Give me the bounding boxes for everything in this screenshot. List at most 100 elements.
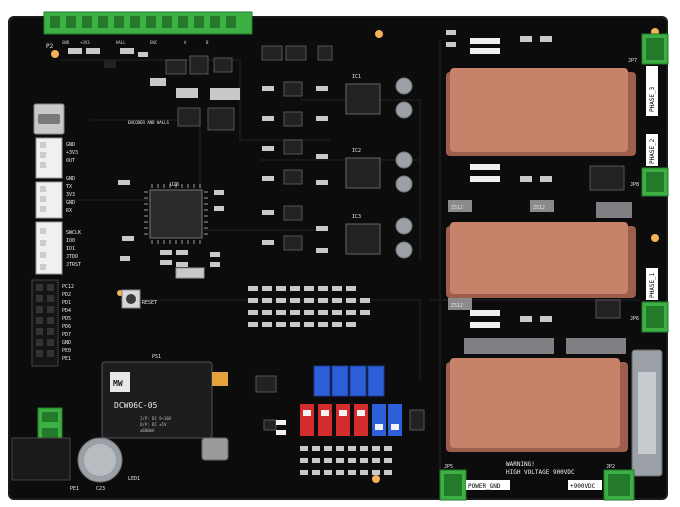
svg-text:B: B xyxy=(206,40,209,45)
dcdc-input: I/P: DC 9~36V xyxy=(140,416,172,421)
power-resistor-phase3 xyxy=(446,68,636,156)
svg-text:PHASE_3: PHASE_3 xyxy=(649,86,656,112)
svg-text:JP6: JP6 xyxy=(630,316,639,322)
crystal xyxy=(175,267,205,279)
svg-text:PE1: PE1 xyxy=(62,356,71,362)
resistor-array-center xyxy=(248,286,370,327)
dcdc-brand: MW xyxy=(113,379,123,388)
svg-text:JTDO: JTDO xyxy=(66,254,78,260)
white-connector-3 xyxy=(35,221,63,275)
power-transistors xyxy=(464,202,632,354)
pin-header-left xyxy=(31,279,59,367)
svg-text:+900VDC: +900VDC xyxy=(570,483,596,490)
white-connector-2 xyxy=(35,181,63,219)
power-gnd-label: POWER_GND xyxy=(466,480,510,490)
svg-text:PD2: PD2 xyxy=(62,292,71,298)
shunt-2: ZS12 xyxy=(530,200,554,212)
pin-headers-right xyxy=(470,38,500,328)
power-resistor-phase1 xyxy=(446,358,628,452)
svg-text:JP2: JP2 xyxy=(606,464,615,470)
svg-text:WARNING!: WARNING! xyxy=(506,461,535,468)
resistor-array-bottom xyxy=(300,446,392,475)
high-voltage-warning: WARNING! HIGH VOLTAGE 900VDC xyxy=(506,461,575,476)
terminal-jp2: JP2 xyxy=(603,464,635,501)
svg-text:PD6: PD6 xyxy=(62,324,71,330)
terminal-block-top xyxy=(43,11,253,35)
svg-text:C23: C23 xyxy=(96,486,105,492)
terminal-jp7: JP7 xyxy=(628,33,669,65)
header-pin-labels: PC12 PD2 PD1 PD4 PD5 PD6 PD7 GND PE0 PE1 xyxy=(62,284,74,362)
dcdc-current: ±600mA xyxy=(140,428,155,433)
right-ic-area xyxy=(589,165,625,319)
svg-text:GND: GND xyxy=(62,340,71,346)
dc-jack xyxy=(11,437,71,481)
electrolytic-cap-c23: C23 xyxy=(77,437,123,492)
trimmer-potentiometers xyxy=(313,365,385,397)
svg-text:POWER_GND: POWER_GND xyxy=(468,483,501,490)
svg-text:PHASE_1: PHASE_1 xyxy=(649,272,656,298)
svg-text:JTRST: JTRST xyxy=(66,262,81,268)
terminal-jp8: JP8 xyxy=(630,167,669,197)
dip-switches xyxy=(300,404,402,436)
microcontroller-u26: U26 xyxy=(144,182,208,244)
dcdc-output: O/P: DC ±5V xyxy=(140,422,167,427)
terminal-jp5: JP5 xyxy=(439,464,467,501)
label-p2: P2 xyxy=(46,43,54,50)
svg-text:IC3: IC3 xyxy=(352,214,361,220)
svg-text:TX: TX xyxy=(66,184,72,190)
pcb-outline xyxy=(8,16,668,500)
svg-text:PHASE_2: PHASE_2 xyxy=(649,138,656,164)
white-connector-1 xyxy=(35,137,63,179)
phase2-label: PHASE_2 xyxy=(646,134,658,166)
svg-text:HALL: HALL xyxy=(116,40,126,45)
svg-text:+3V3: +3V3 xyxy=(80,40,90,45)
label-u26: U26 xyxy=(170,182,179,188)
terminal-jp6: JP6 xyxy=(630,301,669,333)
usb-connector xyxy=(33,103,65,135)
driver-ic-1: IC1 xyxy=(345,74,381,115)
terminal-block-left xyxy=(37,407,63,443)
svg-text:GND: GND xyxy=(62,40,70,45)
label-encoder: ENCODER AND HALLS xyxy=(128,120,170,125)
dcdc-module-ps1: MW DCW06C-05 I/P: DC 9~36V O/P: DC ±5V ±… xyxy=(101,354,213,439)
left-pin-labels: GND +3V3 OUT GND TX 3V3 GND RX SWCLK IO0… xyxy=(66,142,81,268)
small-caps-column xyxy=(395,77,413,259)
phase3-label: PHASE_3 xyxy=(646,66,658,116)
dcdc-model: DCW06C-05 xyxy=(114,401,158,410)
phase1-label: PHASE_1 xyxy=(646,268,658,300)
gate-driver-column xyxy=(261,45,333,253)
svg-text:A: A xyxy=(184,40,187,45)
svg-text:JP8: JP8 xyxy=(630,182,639,188)
svg-text:RX: RX xyxy=(66,208,72,214)
svg-text:PD7: PD7 xyxy=(62,332,71,338)
driver-ic-3: IC3 xyxy=(345,214,381,255)
driver-ic-2: IC2 xyxy=(345,148,381,189)
svg-text:OUT: OUT xyxy=(66,158,75,164)
hv-plus-label: +900VDC xyxy=(568,480,602,490)
svg-text:GND: GND xyxy=(66,200,75,206)
inductor xyxy=(201,437,229,461)
svg-text:ZS12: ZS12 xyxy=(533,205,545,211)
svg-text:3V3: 3V3 xyxy=(66,192,75,198)
label-led1: LED1 xyxy=(128,476,140,482)
svg-text:IC2: IC2 xyxy=(352,148,361,154)
power-resistor-phase2 xyxy=(446,222,636,298)
svg-text:HIGH VOLTAGE 900VDC: HIGH VOLTAGE 900VDC xyxy=(506,469,575,476)
svg-text:ENC: ENC xyxy=(150,40,158,45)
label-ps1: PS1 xyxy=(152,354,161,360)
svg-text:ZS12: ZS12 xyxy=(451,303,463,309)
indicator-leds xyxy=(276,420,286,435)
svg-text:GND: GND xyxy=(66,142,75,148)
shunt-1: ZS12 xyxy=(448,200,472,212)
svg-text:SWCLK: SWCLK xyxy=(66,230,81,236)
svg-text:ZS12: ZS12 xyxy=(451,205,463,211)
svg-text:JP7: JP7 xyxy=(628,58,637,64)
svg-text:PE0: PE0 xyxy=(62,348,71,354)
mcu-passives xyxy=(118,180,224,267)
svg-text:JP5: JP5 xyxy=(444,464,453,470)
svg-text:+3V3: +3V3 xyxy=(66,150,78,156)
right-top-passives xyxy=(446,30,552,322)
top-pin-labels: GND +3V3 HALL ENC A B xyxy=(62,40,209,45)
svg-text:PD1: PD1 xyxy=(62,300,71,306)
